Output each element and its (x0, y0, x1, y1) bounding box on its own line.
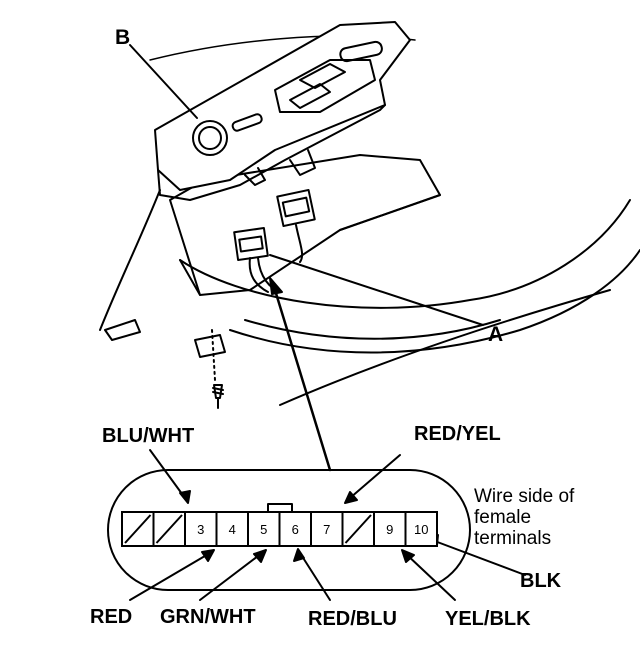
note-line-3: terminals (474, 528, 552, 549)
terminal-grid: 3 4 5 6 7 9 10 (121, 511, 438, 547)
note-line-2: female (474, 507, 532, 528)
door-panel-inner (244, 319, 501, 340)
connector-face (107, 469, 471, 591)
screw (212, 384, 224, 409)
leader-blu-wht (149, 449, 186, 499)
terminal-number: 5 (260, 522, 267, 537)
leader-red-blu (299, 552, 331, 601)
leader-b (129, 44, 198, 119)
leader-a (269, 254, 484, 326)
wire-side-note: Wire side of female terminals (474, 486, 574, 549)
terminal-cell (215, 511, 249, 547)
terminal-number: 10 (414, 522, 428, 537)
terminal-number: 3 (197, 522, 204, 537)
leader-red (129, 552, 211, 601)
terminal-cell (373, 511, 407, 547)
label-red: RED (90, 606, 133, 628)
terminal-number: 4 (229, 522, 236, 537)
door-panel-upper (99, 189, 161, 331)
terminal-cell (404, 511, 438, 547)
label-grn-wht: GRN/WHT (160, 606, 256, 628)
terminal-number: 7 (323, 522, 330, 537)
leader-harness (273, 288, 332, 472)
label-blu-wht: BLU/WHT (102, 425, 195, 447)
door-panel-edge (279, 289, 611, 406)
door-panel-lower (229, 249, 640, 354)
terminal-cell (184, 511, 218, 547)
power-window-master-switch (154, 21, 411, 201)
connector-lock-tab (267, 503, 293, 513)
callout-b: B (115, 26, 131, 49)
terminal-cell (247, 511, 281, 547)
leader-blk (431, 539, 526, 576)
leader-yel-blk (404, 552, 456, 601)
terminal-number: 9 (386, 522, 393, 537)
leader-red-yel (349, 454, 401, 499)
leader-grn-wht (199, 552, 263, 601)
harness-connectors (233, 189, 316, 293)
terminal-number: 6 (292, 522, 299, 537)
label-red-yel: RED/YEL (414, 423, 501, 445)
empty-terminal-slash (124, 514, 152, 544)
label-red-blu: RED/BLU (308, 608, 397, 630)
empty-terminal-slash (155, 514, 183, 544)
bracket (194, 334, 226, 358)
label-blk: BLK (520, 570, 562, 592)
bezel-left (104, 319, 141, 341)
label-yel-blk: YEL/BLK (445, 608, 531, 630)
note-line-1: Wire side of (474, 486, 575, 507)
empty-terminal-slash (344, 514, 372, 544)
door-panel-curve (179, 199, 631, 309)
callout-a: A (488, 323, 504, 346)
